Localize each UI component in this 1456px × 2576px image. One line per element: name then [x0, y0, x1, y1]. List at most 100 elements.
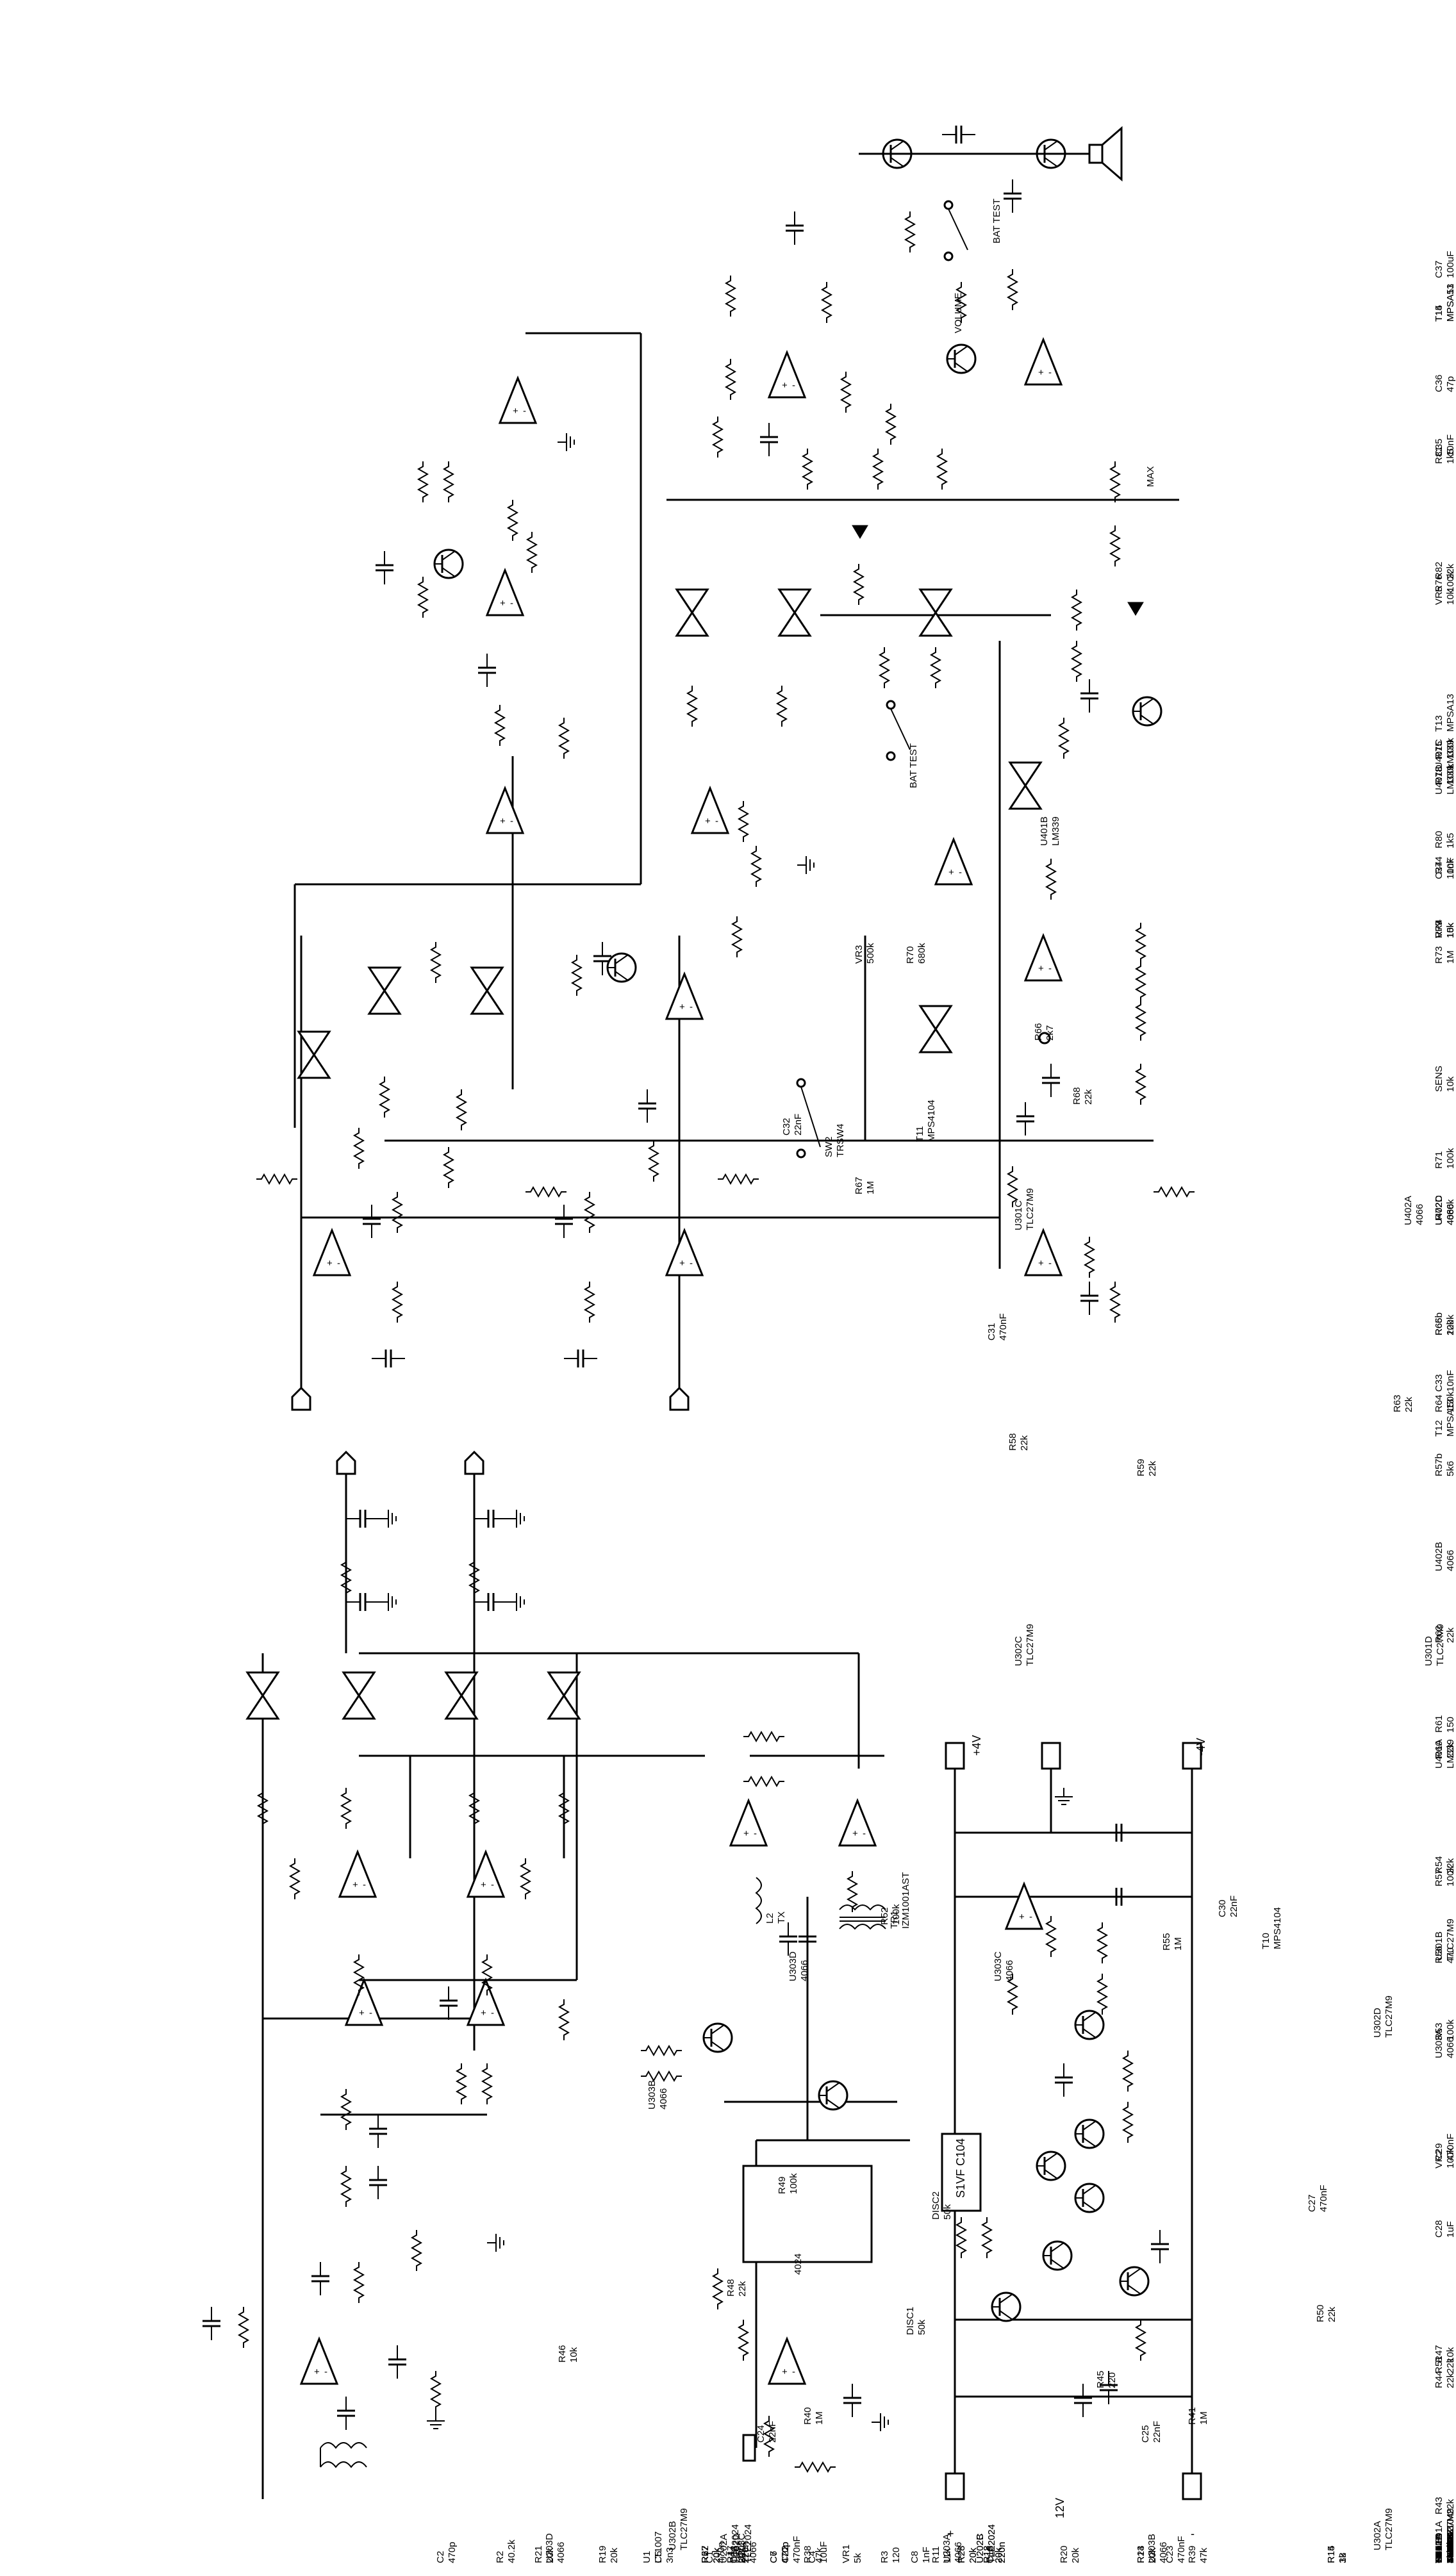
part-value-label: 15k [1445, 2547, 1456, 2563]
part-ref-label: C7 [768, 2551, 779, 2563]
part-ref-label: U303B [647, 2080, 658, 2110]
part-ref-label: R40 [802, 2407, 813, 2425]
r62-res [738, 800, 749, 843]
part-value-label: LM339 [1445, 2534, 1456, 2563]
u402d-switch [778, 588, 811, 637]
part-value-label: 70kHz [1445, 2536, 1456, 2563]
r44-res [1153, 1187, 1195, 1197]
part-ref-label: R78 [1434, 766, 1444, 784]
part-ref-label: R38 [802, 2545, 813, 2563]
part-value-label: 10k [1445, 1076, 1456, 1092]
part-value-label: 100k [1445, 571, 1456, 592]
part-ref-label: R6 [700, 2551, 711, 2563]
part-value-label: 20k [545, 2547, 556, 2563]
bat-test-switch[interactable] [886, 700, 911, 761]
part-value-label: 10k [1445, 858, 1456, 874]
ground-icon [486, 2233, 504, 2252]
r72-res [1071, 589, 1082, 631]
u101c-comparator [838, 1799, 877, 1847]
part-value-label: 680k [916, 943, 927, 964]
part-value-label: TRSW4 [835, 1124, 846, 1158]
part-value-label: 100k [788, 2173, 799, 2194]
part-ref-label: U303D [788, 1951, 798, 1981]
part-value-label: 20k [1147, 2547, 1158, 2563]
u303a-switch [919, 1005, 952, 1053]
part-ref-label: R45 [1095, 2370, 1106, 2388]
r11-res [456, 2063, 467, 2105]
part-ref-label: C15 [985, 2545, 996, 2563]
vr2-pot [1136, 1063, 1146, 1105]
vr1-pot [411, 2229, 422, 2272]
part-value-label: 10k [1445, 922, 1456, 938]
part-ref-label: R76 [1434, 574, 1444, 592]
part-ref-label: R28 [956, 2545, 967, 2563]
part-ref-label: T7 [1434, 2552, 1444, 2563]
part-value-label: 22k [1327, 2306, 1337, 2322]
u302a-opamp [665, 1229, 704, 1276]
part-ref-label: C5 [653, 2551, 664, 2563]
part-value-label: 10k [568, 2347, 579, 2363]
r52-res [431, 941, 441, 984]
part-ref-label: SENS [1434, 1066, 1444, 1092]
part-value-label: 33k [1445, 2547, 1456, 2563]
part-value-label: MPSA13 [1445, 694, 1456, 732]
part-ref-label: R39 [1187, 2545, 1198, 2563]
part-value-label: 22k [737, 2281, 748, 2297]
part-ref-label: C25 [1140, 2425, 1151, 2443]
part-ref-label: T10 [1261, 1933, 1271, 1949]
part-ref-label: U401C [1434, 739, 1444, 769]
part-ref-label: R60 [1434, 1740, 1444, 1758]
part-ref-label: R36 [1434, 2545, 1444, 2563]
part-ref-label: DISC1 [905, 2307, 916, 2335]
part-value-label: 10n [1445, 2547, 1456, 2563]
r66-res [508, 499, 518, 541]
part-value-label: 22nF [1152, 2421, 1162, 2443]
part-ref-label: R65 [1434, 1317, 1444, 1335]
r22-res [341, 1787, 351, 1829]
part-value-label: 3k74 [737, 2542, 748, 2563]
u401c-comparator [1024, 338, 1063, 386]
part-value-label: 20k [711, 2547, 722, 2563]
part-value-label: 10k [1445, 2547, 1456, 2563]
part-ref-label: R2 [495, 2551, 506, 2563]
part-value-label: MPSA13 [1445, 1399, 1456, 1437]
part-value-label: 50k [942, 2204, 953, 2220]
part-value-label: 5k [852, 2553, 863, 2563]
part-ref-label: R77 [1434, 920, 1444, 938]
bat-test-switch-top[interactable] [943, 200, 968, 261]
r57b-res [1059, 717, 1069, 759]
part-value-label: 470nF [791, 2536, 802, 2563]
part-value-label: 22k [1445, 2357, 1456, 2374]
r75-res [725, 358, 736, 400]
part-ref-label: R59 [1136, 1458, 1146, 1476]
part-ref-label: C10 [1434, 2545, 1444, 2563]
rail-terminal [1182, 2472, 1202, 2500]
part-ref-label: C22 [780, 2545, 791, 2563]
t2-transistor [702, 2022, 733, 2053]
part-value-label: TX [776, 1911, 787, 1924]
c27-cap [637, 1088, 658, 1124]
part-value-label: 4066 [658, 2088, 669, 2110]
r71-res [854, 563, 864, 606]
part-ref-label: R73 [1434, 946, 1444, 964]
part-ref-label: R81 [1434, 446, 1444, 464]
part-ref-label: C2 [435, 2551, 446, 2563]
part-ref-label: C11 [1434, 2547, 1444, 2563]
u301a-opamp [1024, 1229, 1063, 1276]
part-value-label: 22nF [1228, 1895, 1239, 1917]
t10-transistor [606, 952, 637, 983]
part-value-label: 4066 [1158, 2542, 1169, 2563]
r43-res [1084, 1236, 1095, 1278]
r10-res [713, 2268, 723, 2310]
part-value-label: 33 [1337, 2552, 1348, 2563]
part-value-label: TLC27M9 [1445, 2508, 1456, 2550]
part-value-label: TLC27M9 [1384, 1995, 1394, 2038]
r4-res [354, 2261, 364, 2304]
part-value-label: 150k [1445, 1391, 1456, 1412]
part-value-label: 22k [1445, 1627, 1456, 1643]
part-value-label: 2N5088 [1445, 2529, 1456, 2563]
part-ref-label: U302C [1013, 1636, 1024, 1666]
part-ref-label: U301B [1434, 1931, 1444, 1961]
part-ref-label: R41 [1187, 2407, 1198, 2425]
rail-p4v-label: +4V [970, 1735, 983, 1756]
